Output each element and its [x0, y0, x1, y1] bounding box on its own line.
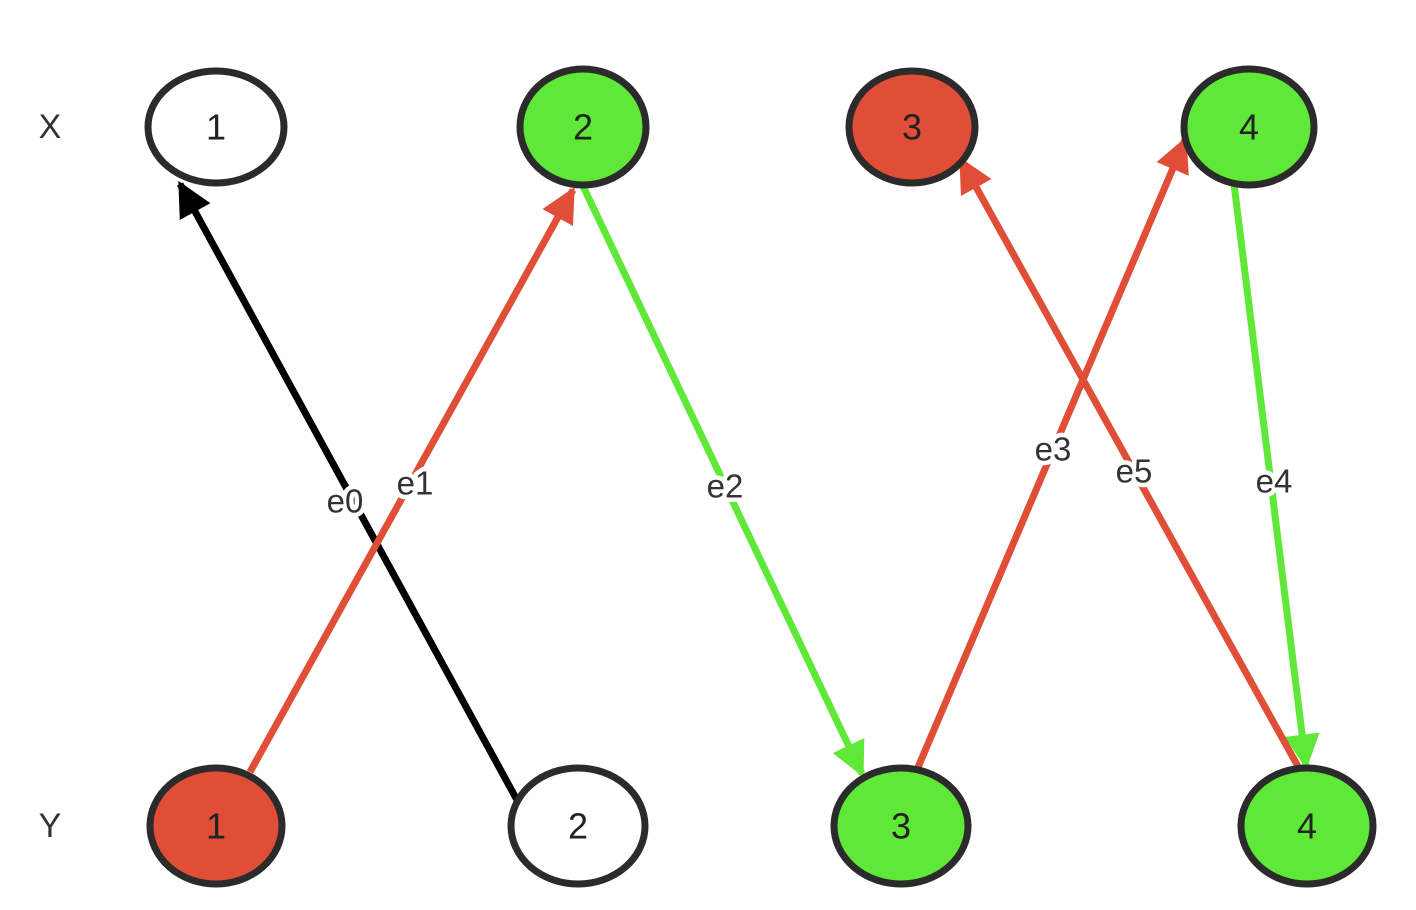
node-x1[interactable]: 1: [144, 67, 288, 187]
node-shape-y2: [507, 764, 649, 888]
edge-label-halo-e0: e0: [327, 483, 364, 520]
edge-label-halo-e5: e5: [1116, 453, 1153, 490]
node-shape-x3: [845, 67, 979, 187]
edge-label-e5: e5: [1116, 453, 1153, 490]
node-label-y1: 1: [206, 806, 226, 847]
edge-label-halo-e3: e3: [1035, 431, 1072, 468]
node-shape-y4: [1237, 764, 1377, 888]
node-shape-y1: [146, 764, 286, 888]
edge-e1[interactable]: [246, 186, 577, 774]
edge-label-e2: e2: [707, 468, 744, 505]
edge-e0[interactable]: [176, 180, 521, 802]
row-label-y: Y: [39, 807, 62, 845]
node-label-x3: 3: [902, 107, 922, 148]
row-label-x: X: [39, 108, 62, 146]
edge-e2[interactable]: [579, 184, 866, 778]
nodes-layer: 1 2 3 4 1 2 3 4: [144, 65, 1377, 888]
node-label-y4: 4: [1297, 806, 1317, 847]
node-y1[interactable]: 1: [146, 764, 286, 888]
edge-label-e1: e1: [397, 465, 434, 502]
edges-layer: [176, 136, 1320, 802]
edge-label-e0: e0: [327, 483, 364, 520]
edge-e4[interactable]: [1230, 183, 1320, 770]
node-y3[interactable]: 3: [830, 764, 972, 888]
node-y4[interactable]: 4: [1237, 764, 1377, 888]
node-label-x4: 4: [1239, 107, 1259, 148]
node-label-y3: 3: [891, 806, 911, 847]
node-x4[interactable]: 4: [1180, 65, 1318, 189]
node-shape-x1: [144, 67, 288, 187]
edge-e5[interactable]: [957, 156, 1304, 772]
node-label-y2: 2: [568, 806, 588, 847]
edge-label-e3: e3: [1035, 431, 1072, 468]
node-shape-x4: [1180, 65, 1318, 189]
edge-label-halo-e2: e2: [707, 468, 744, 505]
node-label-x1: 1: [206, 107, 226, 148]
edge-label-e4: e4: [1256, 463, 1293, 500]
node-label-x2: 2: [573, 107, 593, 148]
node-x2[interactable]: 2: [516, 65, 650, 189]
edge-label-halo-e4: e4: [1256, 463, 1293, 500]
node-shape-y3: [830, 764, 972, 888]
node-shape-x2: [516, 65, 650, 189]
edge-e3[interactable]: [912, 136, 1189, 774]
node-x3[interactable]: 3: [845, 67, 979, 187]
edge-label-halo-e1: e1: [397, 465, 434, 502]
node-y2[interactable]: 2: [507, 764, 649, 888]
